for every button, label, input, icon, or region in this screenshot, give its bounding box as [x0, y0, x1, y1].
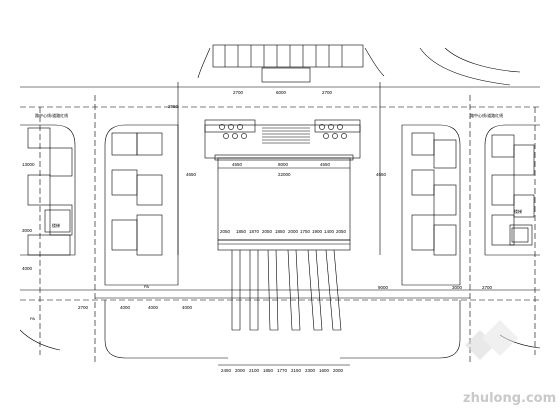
dim-lower-left-c: 4000	[148, 305, 159, 310]
top-entrance-hatch	[212, 44, 364, 83]
dim-foot-h: 1600	[319, 368, 330, 373]
right-wing-block	[401, 124, 461, 286]
watermark-text: zhulong.com	[463, 391, 556, 406]
dim-lower-right-b: 3000	[452, 285, 463, 290]
left-wing-block	[104, 124, 179, 286]
lower-left-road	[104, 300, 228, 359]
upper-right-road-2	[444, 47, 521, 73]
dim-bottom-g: 1750	[300, 229, 311, 234]
upper-right-road	[419, 47, 511, 86]
annotation-labels: 路中心线/道路红线 路中心线/道路红线 楼梯 楼梯 PA PA	[30, 112, 522, 321]
stair-label-right: 楼梯	[514, 208, 522, 214]
dim-bottom-a: 2050	[220, 229, 231, 234]
pa-label-lower-left: PA	[30, 316, 35, 321]
dim-top-gap-right: 2700	[322, 90, 333, 95]
dimension-labels: 2700 6000 2700 2950 13000 3000 4000 4650…	[22, 90, 493, 373]
pa-label-left: PA	[144, 284, 149, 289]
dim-inner-right: 4650	[320, 162, 331, 167]
road-label-left: 路中心线/道路红线	[35, 112, 68, 118]
road-label-right: 路中心线/道路红线	[470, 112, 503, 118]
plan-linework	[19, 44, 541, 366]
lower-ramps	[217, 239, 351, 331]
dim-inner-left: 4650	[232, 162, 243, 167]
dim-foot-c: 2100	[249, 368, 260, 373]
dim-left-vertical-b: 3000	[22, 228, 33, 233]
watermark-diamond-icon-2	[482, 320, 518, 356]
dim-inner-mid: 8000	[278, 162, 289, 167]
left-building	[20, 124, 76, 256]
dim-bottom-h: 1900	[312, 229, 323, 234]
dim-lower-left-a: 2700	[78, 305, 89, 310]
lower-left-curve	[19, 329, 61, 351]
dim-left-vertical-c: 4000	[22, 266, 33, 271]
center-stair-hatch	[262, 127, 310, 144]
dim-foot-d: 1850	[263, 368, 274, 373]
dim-foot-a: 2450	[221, 368, 232, 373]
column-cluster-left	[219, 124, 247, 139]
dim-foot-g: 2300	[305, 368, 316, 373]
dim-lower-left-d: 4000	[182, 305, 193, 310]
watermark-logo	[465, 320, 518, 360]
dim-bottom-e: 1850	[275, 229, 286, 234]
dim-bottom-d: 2050	[262, 229, 273, 234]
dim-lower-right-a: 9000	[378, 285, 389, 290]
dim-top-center: 6000	[276, 90, 287, 95]
lower-right-road	[340, 300, 461, 359]
column-cluster-right	[319, 124, 347, 139]
dim-block-width-right: 4650	[376, 172, 387, 177]
dim-lower-left-b: 4000	[120, 305, 131, 310]
top-road-curve-right	[364, 47, 385, 77]
dim-lower-right-c: 2700	[482, 285, 493, 290]
dim-side-left-top: 2950	[168, 104, 179, 109]
dim-block-width-left: 4650	[186, 172, 197, 177]
top-road-curve-left	[197, 47, 211, 79]
dim-foot-b: 2000	[235, 368, 246, 373]
dim-bottom-i: 1400	[324, 229, 335, 234]
dim-bottom-j: 2050	[336, 229, 347, 234]
dim-foot-i: 2000	[333, 368, 344, 373]
dim-foot-e: 1770	[277, 368, 288, 373]
dim-foot-f: 2150	[291, 368, 302, 373]
dim-left-vertical-a: 13000	[22, 162, 35, 167]
dim-bottom-b: 1850	[236, 229, 247, 234]
dim-block-mid: 22000	[278, 172, 291, 177]
dim-bottom-f: 2000	[288, 229, 299, 234]
stair-label-left: 楼梯	[52, 222, 60, 228]
dim-top-gap-left: 2700	[233, 90, 244, 95]
right-building	[484, 124, 540, 256]
dim-bottom-c: 1870	[249, 229, 260, 234]
